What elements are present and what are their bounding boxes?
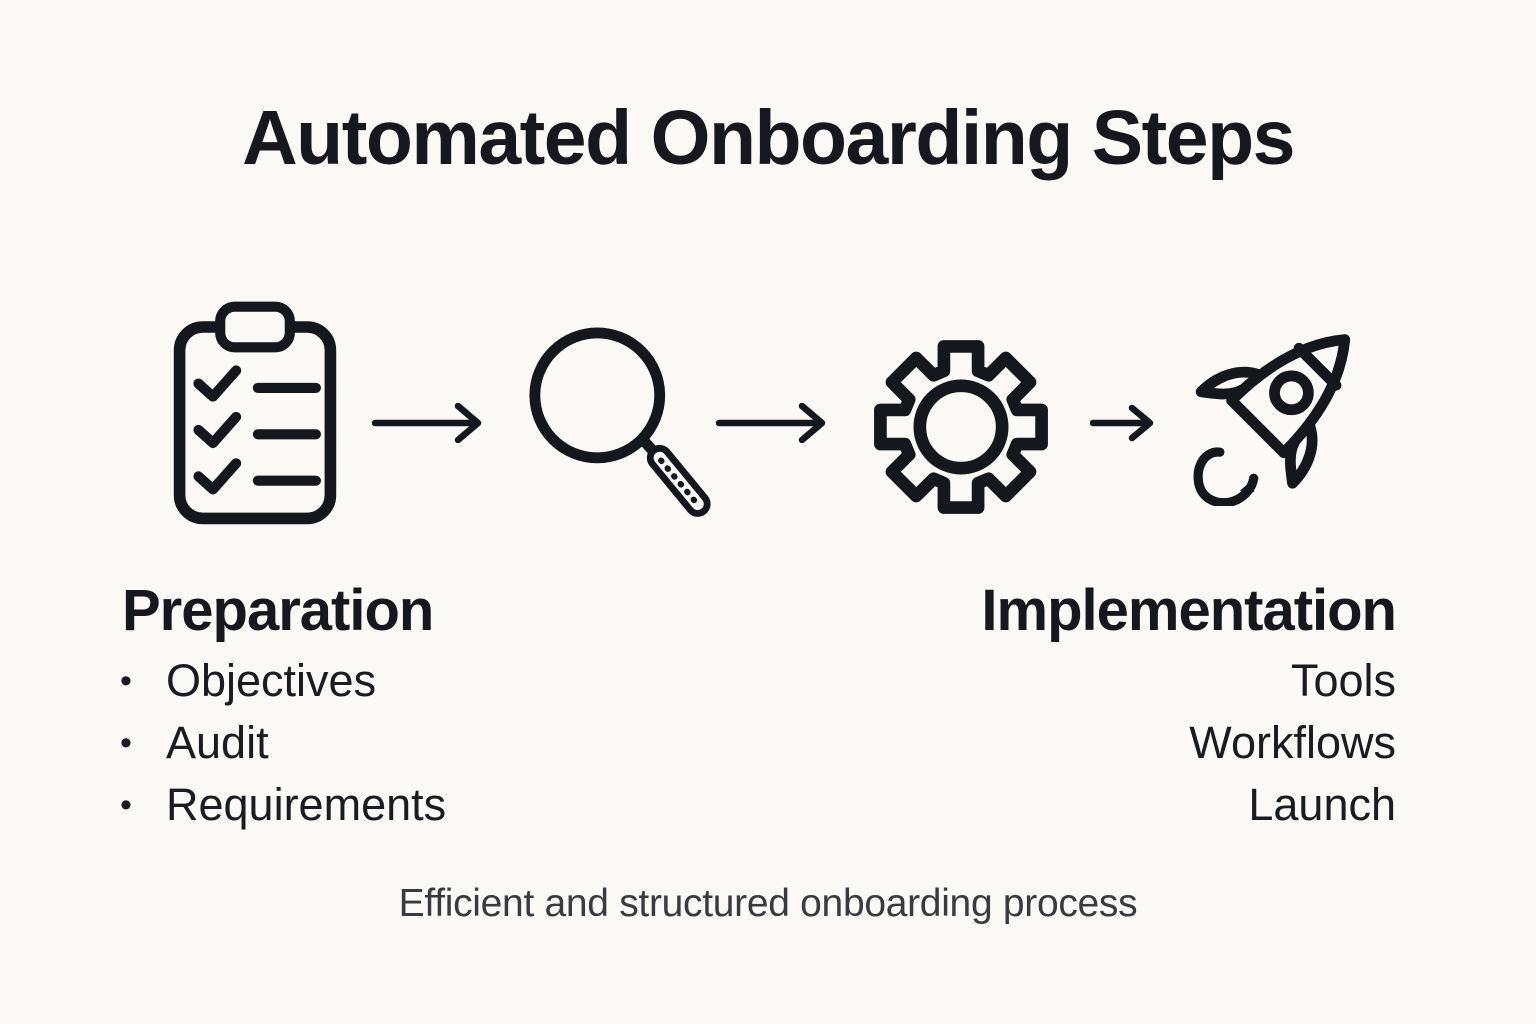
bullet-dot: • bbox=[120, 662, 132, 700]
bullet-dot: • bbox=[120, 786, 132, 824]
list-item-label: Objectives bbox=[166, 655, 377, 706]
list-item: • Objectives bbox=[120, 650, 446, 712]
arrow-right-icon bbox=[716, 403, 838, 443]
section-heading-implementation: Implementation bbox=[981, 578, 1397, 643]
footer-caption: Efficient and structured onboarding proc… bbox=[398, 882, 1138, 925]
list-item-label: Requirements bbox=[166, 779, 447, 830]
arrow-right-icon bbox=[372, 403, 494, 443]
rocket-icon bbox=[1186, 306, 1386, 506]
list-item-label: Audit bbox=[166, 717, 269, 768]
list-item: • Requirements bbox=[120, 774, 446, 836]
implementation-list: Tools Workflows Launch bbox=[1189, 650, 1396, 836]
page-title: Automated Onboarding Steps bbox=[242, 95, 1295, 181]
gear-icon bbox=[866, 332, 1056, 522]
arrow-right-icon bbox=[1090, 403, 1164, 443]
list-item-label: Workflows bbox=[1189, 717, 1396, 768]
list-item: Workflows bbox=[1189, 712, 1396, 774]
list-item-label: Launch bbox=[1248, 779, 1396, 830]
list-item: • Audit bbox=[120, 712, 446, 774]
list-item: Tools bbox=[1189, 650, 1396, 712]
search-icon bbox=[524, 322, 714, 519]
section-heading-preparation: Preparation bbox=[122, 578, 434, 643]
list-item-label: Tools bbox=[1290, 655, 1396, 706]
bullet-dot: • bbox=[120, 724, 132, 762]
list-item: Launch bbox=[1189, 774, 1396, 836]
preparation-list: • Objectives • Audit • Requirements bbox=[120, 650, 446, 836]
checklist-clipboard-icon bbox=[168, 298, 342, 530]
